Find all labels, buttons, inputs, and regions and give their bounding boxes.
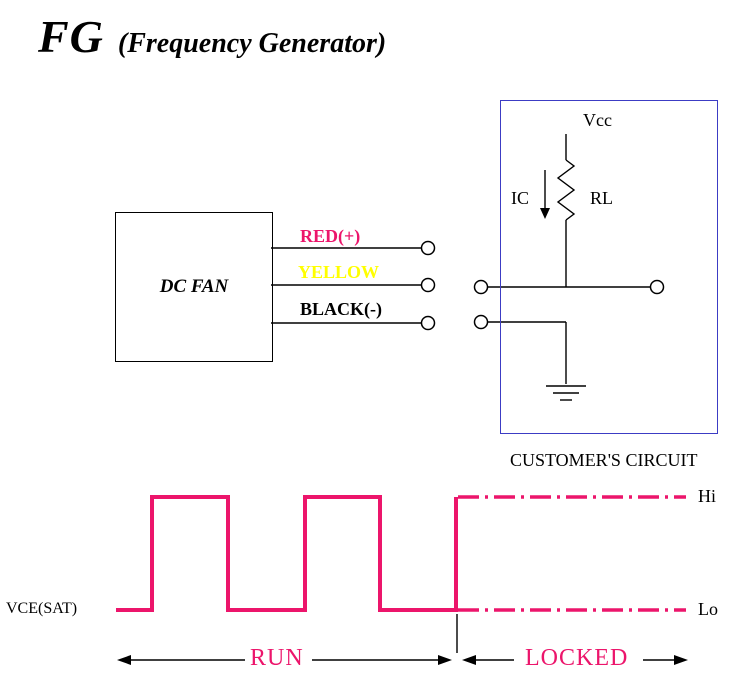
- customer-circuit-box: [500, 100, 718, 434]
- ic-label: IC: [511, 188, 529, 208]
- fg-waveform: [116, 495, 686, 653]
- customer-circuit-graphics: [473, 134, 665, 401]
- vcc-label: Vcc: [583, 110, 612, 130]
- circuit-output-terminal: [649, 279, 665, 295]
- black-wire-label: BLACK(-): [300, 299, 382, 319]
- dc-fan-label: DC FAN: [159, 276, 229, 297]
- rl-label: RL: [590, 188, 614, 208]
- circuit-ground-terminal: [473, 314, 489, 330]
- ground-symbol: [546, 385, 586, 401]
- red-wire-terminal: [420, 240, 436, 256]
- resistor-rl: [556, 159, 576, 221]
- span-arrows: [117, 655, 688, 665]
- customer-circuit-caption: CUSTOMER'S CIRCUIT: [510, 450, 698, 470]
- yellow-wire-terminal: [420, 277, 436, 293]
- yellow-wire-label: YELLOW: [298, 262, 380, 282]
- red-wire-label: RED(+): [300, 226, 361, 246]
- circuit-input-terminal: [473, 279, 489, 295]
- lo-label: Lo: [698, 599, 718, 619]
- hi-label: Hi: [698, 486, 716, 506]
- dc-fan-box: DC FAN: [115, 212, 273, 362]
- run-label: RUN: [250, 645, 304, 671]
- black-wire-terminal: [420, 315, 436, 331]
- vce-sat-label: VCE(SAT): [6, 600, 78, 617]
- page-subtitle: (Frequency Generator): [117, 28, 387, 59]
- locked-label: LOCKED: [525, 645, 629, 671]
- fan-wires: [271, 240, 436, 331]
- title-block: FG (Frequency Generator): [38, 10, 386, 63]
- page-title: FG: [38, 11, 104, 62]
